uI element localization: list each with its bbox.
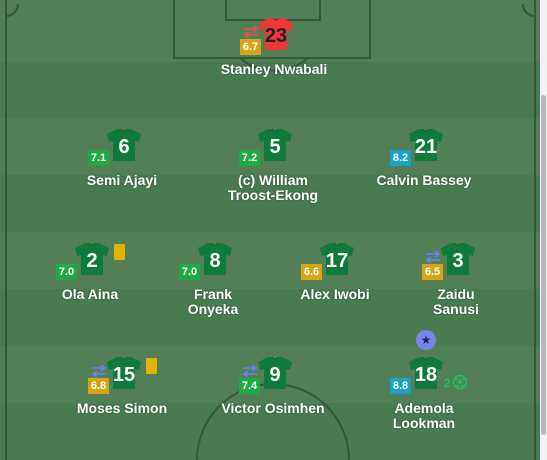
player-name-line1: Frank <box>193 286 233 302</box>
star-icon: ★ <box>416 330 436 350</box>
player-name: Stanley Nwabali <box>214 62 334 77</box>
shirt-number: 2 <box>86 250 98 272</box>
yellow-card-icon <box>114 244 125 260</box>
rating-badge: 7.0 <box>179 264 200 280</box>
shirt-number: 23 <box>264 25 288 47</box>
shirt-number: 3 <box>452 250 464 272</box>
shirt-icon: 5 <box>257 128 293 162</box>
shirt-icon: 17 <box>319 242 355 276</box>
player-name: Semi Ajayi <box>62 173 182 188</box>
scrollbar-thumb[interactable] <box>541 95 546 435</box>
rating-badge: 7.0 <box>56 264 77 280</box>
player-name-line2: Sanusi <box>433 301 479 317</box>
player-name: Moses Simon <box>62 401 182 416</box>
rating-badge: 8.2 <box>390 150 411 166</box>
shirt-icon: 18 <box>408 356 444 390</box>
player-name-line1: Moses Simon <box>76 400 168 416</box>
player-name: Victor Osimhen <box>213 401 333 416</box>
shirt-icon: 9 <box>257 356 293 390</box>
shirt-icon: 3 <box>440 242 476 276</box>
rating-badge: 6.8 <box>88 378 109 394</box>
rating-badge: 7.2 <box>239 150 260 166</box>
shirt-number: 15 <box>112 364 136 386</box>
shirt-icon: 6 <box>106 128 142 162</box>
yellow-card-icon <box>146 358 157 374</box>
player-name: Alex Iwobi <box>275 287 395 302</box>
substitution-icon <box>425 250 441 264</box>
shirt-number: 6 <box>118 136 130 158</box>
player-name-line1: Alex Iwobi <box>300 286 370 302</box>
shirt-icon: 23 <box>258 17 294 51</box>
player-name-line2: Lookman <box>392 415 456 431</box>
player-name-line1: Ola Aina <box>61 286 119 302</box>
shirt-icon: 15 <box>106 356 142 390</box>
rating-badge: 8.8 <box>390 378 411 394</box>
shirt-number: 5 <box>269 136 281 158</box>
shirt-icon: 21 <box>408 128 444 162</box>
player-name-line2: Onyeka <box>187 301 239 317</box>
shirt-number: 21 <box>414 136 438 158</box>
substitution-icon <box>243 25 259 39</box>
shirt-icon: 2 <box>74 242 110 276</box>
player-name-line2: Troost-Ekong <box>227 187 319 203</box>
pitch-stripe <box>0 175 547 232</box>
player-name-line1: Calvin Bassey <box>376 172 472 188</box>
player-name-line1: Zaidu <box>437 286 475 302</box>
rating-badge: 6.5 <box>422 264 443 280</box>
player-name-line1: Stanley Nwabali <box>220 61 328 77</box>
substitution-icon <box>91 364 107 378</box>
player-name-line1: Victor Osimhen <box>221 400 325 416</box>
rating-badge: 6.7 <box>240 39 261 55</box>
player-name-line1: Ademola <box>394 400 454 416</box>
shirt-number: 9 <box>269 364 281 386</box>
rating-badge: 7.1 <box>88 150 109 166</box>
shirt-number: 18 <box>414 364 438 386</box>
player-name: Calvin Bassey <box>364 173 484 188</box>
shirt-number: 8 <box>209 250 221 272</box>
pitch-stripe <box>0 403 547 460</box>
shirt-icon: 8 <box>197 242 233 276</box>
player-name: Ola Aina <box>30 287 150 302</box>
player-name-line1: Semi Ajayi <box>86 172 158 188</box>
football-icon <box>452 374 468 390</box>
substitution-icon <box>242 364 258 378</box>
rating-badge: 6.6 <box>301 264 322 280</box>
goals-count: 2 <box>444 376 451 390</box>
rating-badge: 7.4 <box>239 378 260 394</box>
pitch-stripe <box>0 289 547 346</box>
player-name-line1: (c) William <box>238 172 308 188</box>
shirt-number: 17 <box>325 250 349 272</box>
